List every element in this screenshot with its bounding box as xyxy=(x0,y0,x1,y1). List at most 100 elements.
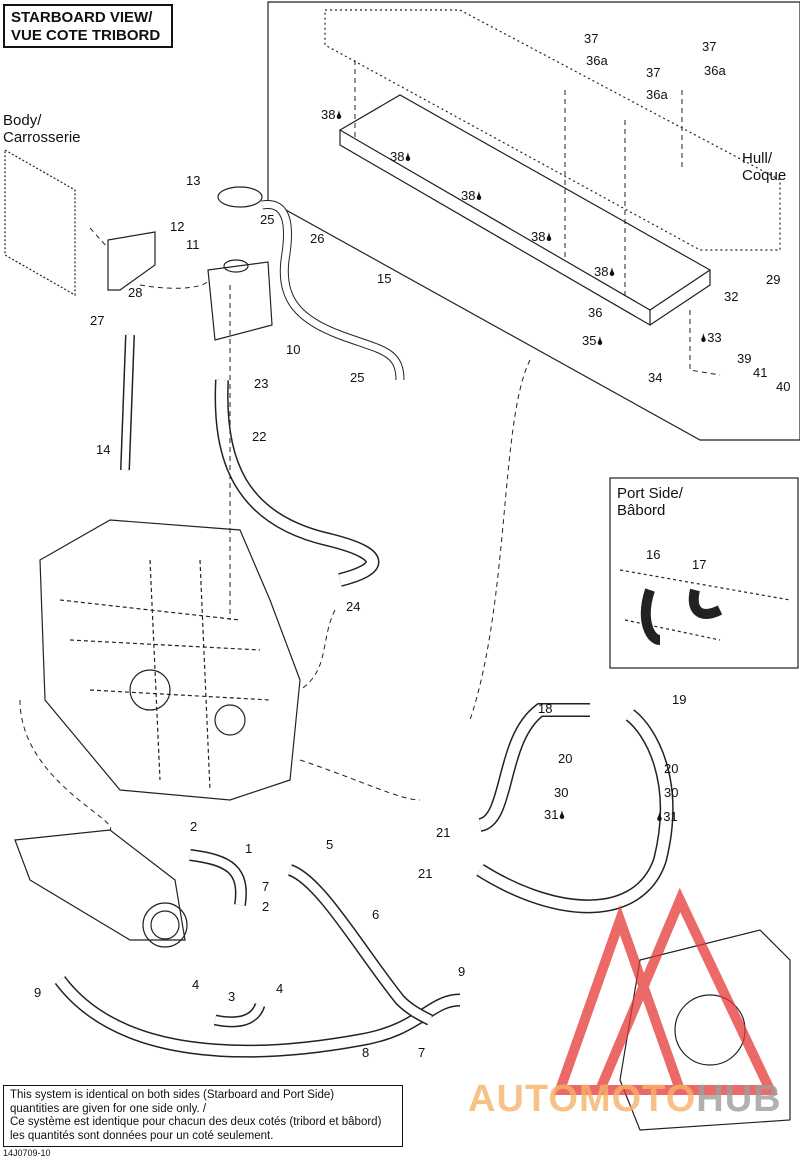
note-line4: les quantités sont données pour un coté … xyxy=(10,1129,274,1142)
note-line2: quantities are given for one side only. … xyxy=(10,1102,207,1115)
drop-icon: 🌢 xyxy=(596,334,604,348)
drop-icon: 🌢 xyxy=(335,108,343,122)
part-label: 26 xyxy=(310,231,325,246)
part-label-number: 38 xyxy=(321,107,336,122)
system-note: This system is identical on both sides (… xyxy=(3,1085,403,1147)
part-label: 16 xyxy=(646,547,661,562)
part-label: 38🌢 xyxy=(390,149,412,165)
part-label: 3 xyxy=(228,989,236,1004)
part-label: 27 xyxy=(90,313,105,328)
part-label: 17 xyxy=(692,557,707,572)
part-label: 39 xyxy=(737,351,752,366)
hull-rail xyxy=(338,94,712,311)
view-title: STARBOARD VIEW/ VUE COTE TRIBORD xyxy=(3,4,173,48)
drop-icon: 🌢 xyxy=(545,230,553,244)
part-label: 35🌢 xyxy=(582,333,604,349)
tank-cap xyxy=(217,186,263,208)
part-label: 30 xyxy=(554,785,569,800)
part-label: 2 xyxy=(190,819,198,834)
part-label: 🌢33 xyxy=(700,330,722,346)
part-label: 38🌢 xyxy=(531,229,553,245)
drop-icon: 🌢 xyxy=(700,331,708,345)
part-label-number: 38 xyxy=(390,149,405,164)
part-label-number: 38 xyxy=(461,188,476,203)
inset-title-line2: Bâbord xyxy=(617,502,666,519)
part-label-number: 38 xyxy=(531,229,546,244)
part-label-number: 31 xyxy=(544,807,559,822)
part-label: 4 xyxy=(192,977,200,992)
watermark: AUTOMOTOHUB xyxy=(468,1078,782,1121)
part-label: 21 xyxy=(418,866,433,881)
part-label: 4 xyxy=(276,981,284,996)
part-label: 15 xyxy=(377,271,392,286)
part-label: 20 xyxy=(664,761,679,776)
part-label-number: 31 xyxy=(663,809,678,824)
part-label: 38🌢 xyxy=(461,188,483,204)
part-label: 11 xyxy=(186,237,200,252)
part-label: 24 xyxy=(346,599,361,614)
part-label: 36a xyxy=(646,87,668,102)
part-label: 13 xyxy=(186,173,201,188)
hull-label-line1: Hull/ xyxy=(742,150,773,167)
hull-label-line2: Coque xyxy=(742,167,787,184)
part-label: 29 xyxy=(766,272,781,287)
part-label: 36a xyxy=(586,53,608,68)
part-label: 38🌢 xyxy=(594,264,616,280)
part-label: 9 xyxy=(34,985,42,1000)
part-label: 25 xyxy=(350,370,365,385)
part-label: 10 xyxy=(286,342,301,357)
hose-19 xyxy=(476,709,674,914)
part-label: 19 xyxy=(672,692,687,707)
view-title-line2: VUE COTE TRIBORD xyxy=(11,27,161,44)
part-label: 22 xyxy=(252,429,267,444)
part-label: 36 xyxy=(588,305,603,320)
part-label: 18 xyxy=(538,701,553,716)
part-label-number: 33 xyxy=(707,330,722,345)
part-label: 25 xyxy=(260,212,275,227)
part-label: 37 xyxy=(702,39,717,54)
part-label: 40 xyxy=(776,379,791,394)
hull-top-plate xyxy=(324,9,781,251)
part-label: 23 xyxy=(254,376,269,391)
part-label: 1 xyxy=(245,841,253,856)
part-label: 5 xyxy=(326,837,334,852)
part-label: 9 xyxy=(458,964,466,979)
part-label: 36a xyxy=(704,63,726,78)
drop-icon: 🌢 xyxy=(404,150,412,164)
part-label: 32 xyxy=(724,289,739,304)
drop-icon: 🌢 xyxy=(608,265,616,279)
bracket xyxy=(107,231,156,291)
part-label: 34 xyxy=(648,370,663,385)
hull-panel xyxy=(267,1,800,441)
part-label: 7 xyxy=(262,879,270,894)
part-label: 14 xyxy=(96,442,111,457)
watermark-right: HUB xyxy=(696,1078,782,1120)
part-label: 6 xyxy=(372,907,380,922)
part-label: 37 xyxy=(584,31,599,46)
part-label: 🌢31 xyxy=(656,809,678,825)
part-label: 31🌢 xyxy=(544,807,566,823)
part-label: 21 xyxy=(436,825,451,840)
body-label-line1: Body/ xyxy=(3,112,42,129)
port-side-inset xyxy=(609,477,799,669)
watermark-logo xyxy=(552,887,778,1095)
exhaust-manifold xyxy=(14,829,186,941)
note-line1: This system is identical on both sides (… xyxy=(10,1089,335,1101)
inset-title-line1: Port Side/ xyxy=(617,485,683,502)
body-label-line2: Carrosserie xyxy=(3,129,81,146)
view-title-line1: STARBOARD VIEW/ xyxy=(11,9,153,26)
note-line3: Ce système est identique pour chacun des… xyxy=(10,1116,382,1128)
part-label: 38🌢 xyxy=(321,107,343,123)
part-label-number: 38 xyxy=(594,264,609,279)
part-label: 28 xyxy=(128,285,143,300)
watermark-left: AUTOMOTO xyxy=(468,1078,697,1120)
part-label: 20 xyxy=(558,751,573,766)
part-label: 2 xyxy=(262,899,270,914)
drop-icon: 🌢 xyxy=(656,810,664,824)
part-label: 7 xyxy=(418,1045,426,1060)
part-label: 30 xyxy=(664,785,679,800)
part-label-number: 35 xyxy=(582,333,597,348)
drop-icon: 🌢 xyxy=(558,808,566,822)
coolant-tank xyxy=(207,261,273,341)
